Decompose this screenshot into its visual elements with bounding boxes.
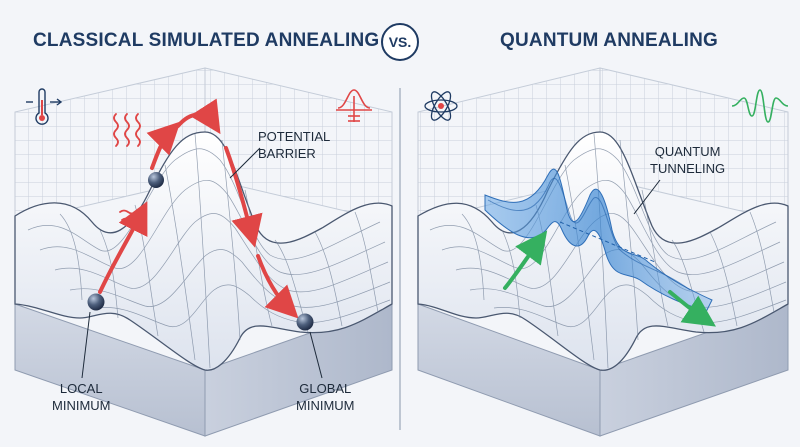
ball-local-minimum bbox=[87, 293, 105, 311]
global-minimum-line1: GLOBAL bbox=[299, 381, 352, 396]
quantum-path-arrows bbox=[503, 230, 716, 327]
thermometer-icon bbox=[26, 88, 63, 125]
quantum-title: QUANTUM ANNEALING bbox=[500, 30, 719, 51]
vs-badge: VS. bbox=[381, 23, 419, 61]
quantum-tunneling-line2: TUNNELING bbox=[650, 161, 726, 176]
ball-global-minimum bbox=[296, 313, 314, 331]
arrow-to-global bbox=[256, 254, 299, 319]
global-leader bbox=[309, 331, 323, 379]
local-leader bbox=[81, 311, 91, 379]
vs-text: VS. bbox=[388, 34, 412, 50]
left-leader-lines bbox=[81, 147, 323, 379]
local-minimum-line1: LOCAL bbox=[59, 381, 103, 396]
arrow-down-barrier bbox=[224, 146, 263, 248]
global-minimum-label: GLOBAL MINIMUM bbox=[296, 380, 355, 414]
potential-barrier-line2: BARRIER bbox=[258, 146, 316, 161]
classical-panel bbox=[14, 67, 393, 437]
ball-on-slope bbox=[148, 172, 164, 188]
classical-title: CLASSICAL SIMULATED ANNEALING bbox=[33, 30, 380, 51]
right-base-side bbox=[417, 303, 601, 437]
arrow-up-barrier bbox=[146, 121, 181, 170]
quantum-tunneling-line1: QUANTUM bbox=[654, 144, 721, 159]
potential-barrier-label: POTENTIAL BARRIER bbox=[258, 128, 330, 162]
barrier-leader bbox=[229, 147, 261, 179]
tunnel-leader bbox=[633, 179, 661, 215]
local-minimum-label: LOCAL MINIMUM bbox=[52, 380, 111, 414]
local-minimum-line2: MINIMUM bbox=[52, 398, 111, 413]
quantum-tunneling-label: QUANTUM TUNNELING bbox=[650, 143, 725, 177]
global-minimum-line2: MINIMUM bbox=[296, 398, 355, 413]
arrow-quantum-end bbox=[668, 290, 716, 327]
wavefunction-icon bbox=[731, 89, 789, 123]
potential-barrier-line1: POTENTIAL bbox=[258, 129, 331, 144]
heat-waves-icon bbox=[113, 113, 147, 223]
arrow-over-top bbox=[176, 98, 221, 135]
atom-icon bbox=[424, 91, 458, 121]
quantum-panel bbox=[417, 67, 789, 437]
arrow-quantum-start bbox=[503, 230, 548, 290]
left-base-side bbox=[14, 303, 206, 437]
boltzmann-distribution-icon bbox=[336, 89, 372, 122]
